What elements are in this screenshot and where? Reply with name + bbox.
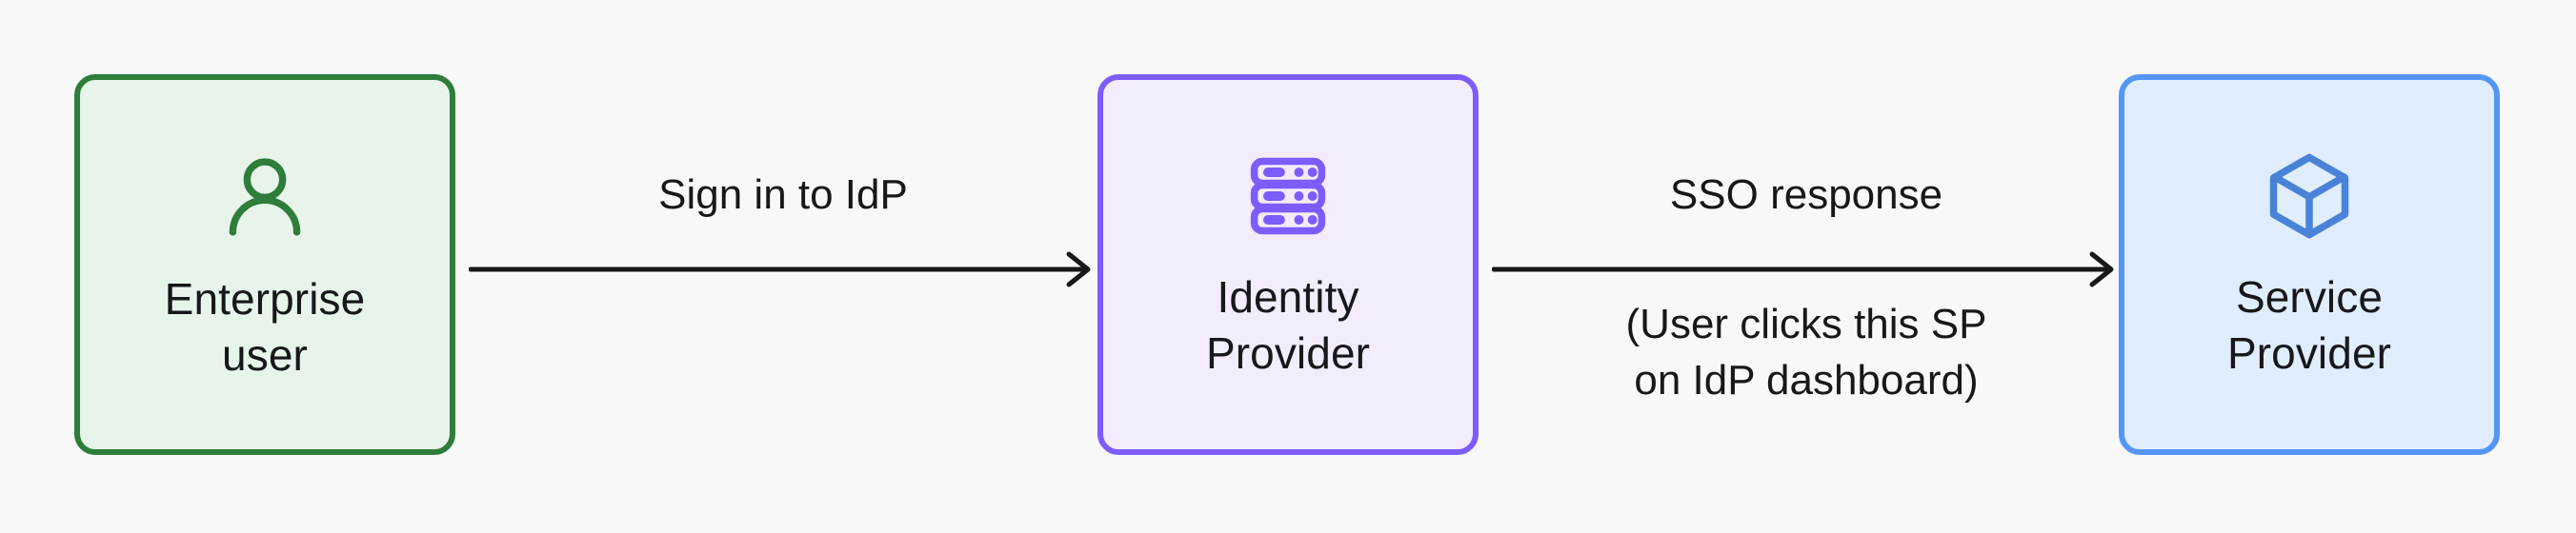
cube-icon xyxy=(2262,148,2357,248)
edge-label-sso-response: SSO response xyxy=(1669,171,1943,218)
server-rack-icon xyxy=(1240,148,1336,248)
node-label-service-provider: Service Provider xyxy=(2226,271,2392,378)
node-label-identity-provider: Identity Provider xyxy=(1205,271,1371,378)
edge-label-sign-in-to-idp: Sign in to IdP xyxy=(658,171,908,218)
arrow-user-to-idp xyxy=(469,248,1097,290)
node-identity-provider[interactable]: Identity Provider xyxy=(1097,74,1479,455)
node-label-enterprise-user: Enterprise user xyxy=(164,273,366,380)
arrow-idp-to-sp xyxy=(1492,248,2121,290)
node-enterprise-user[interactable]: Enterprise user xyxy=(74,74,455,455)
user-icon xyxy=(215,147,314,250)
edge-note-user-clicks-sp: (User clicks this SP on IdP dashboard) xyxy=(1625,301,1987,404)
node-service-provider[interactable]: Service Provider xyxy=(2119,74,2500,455)
